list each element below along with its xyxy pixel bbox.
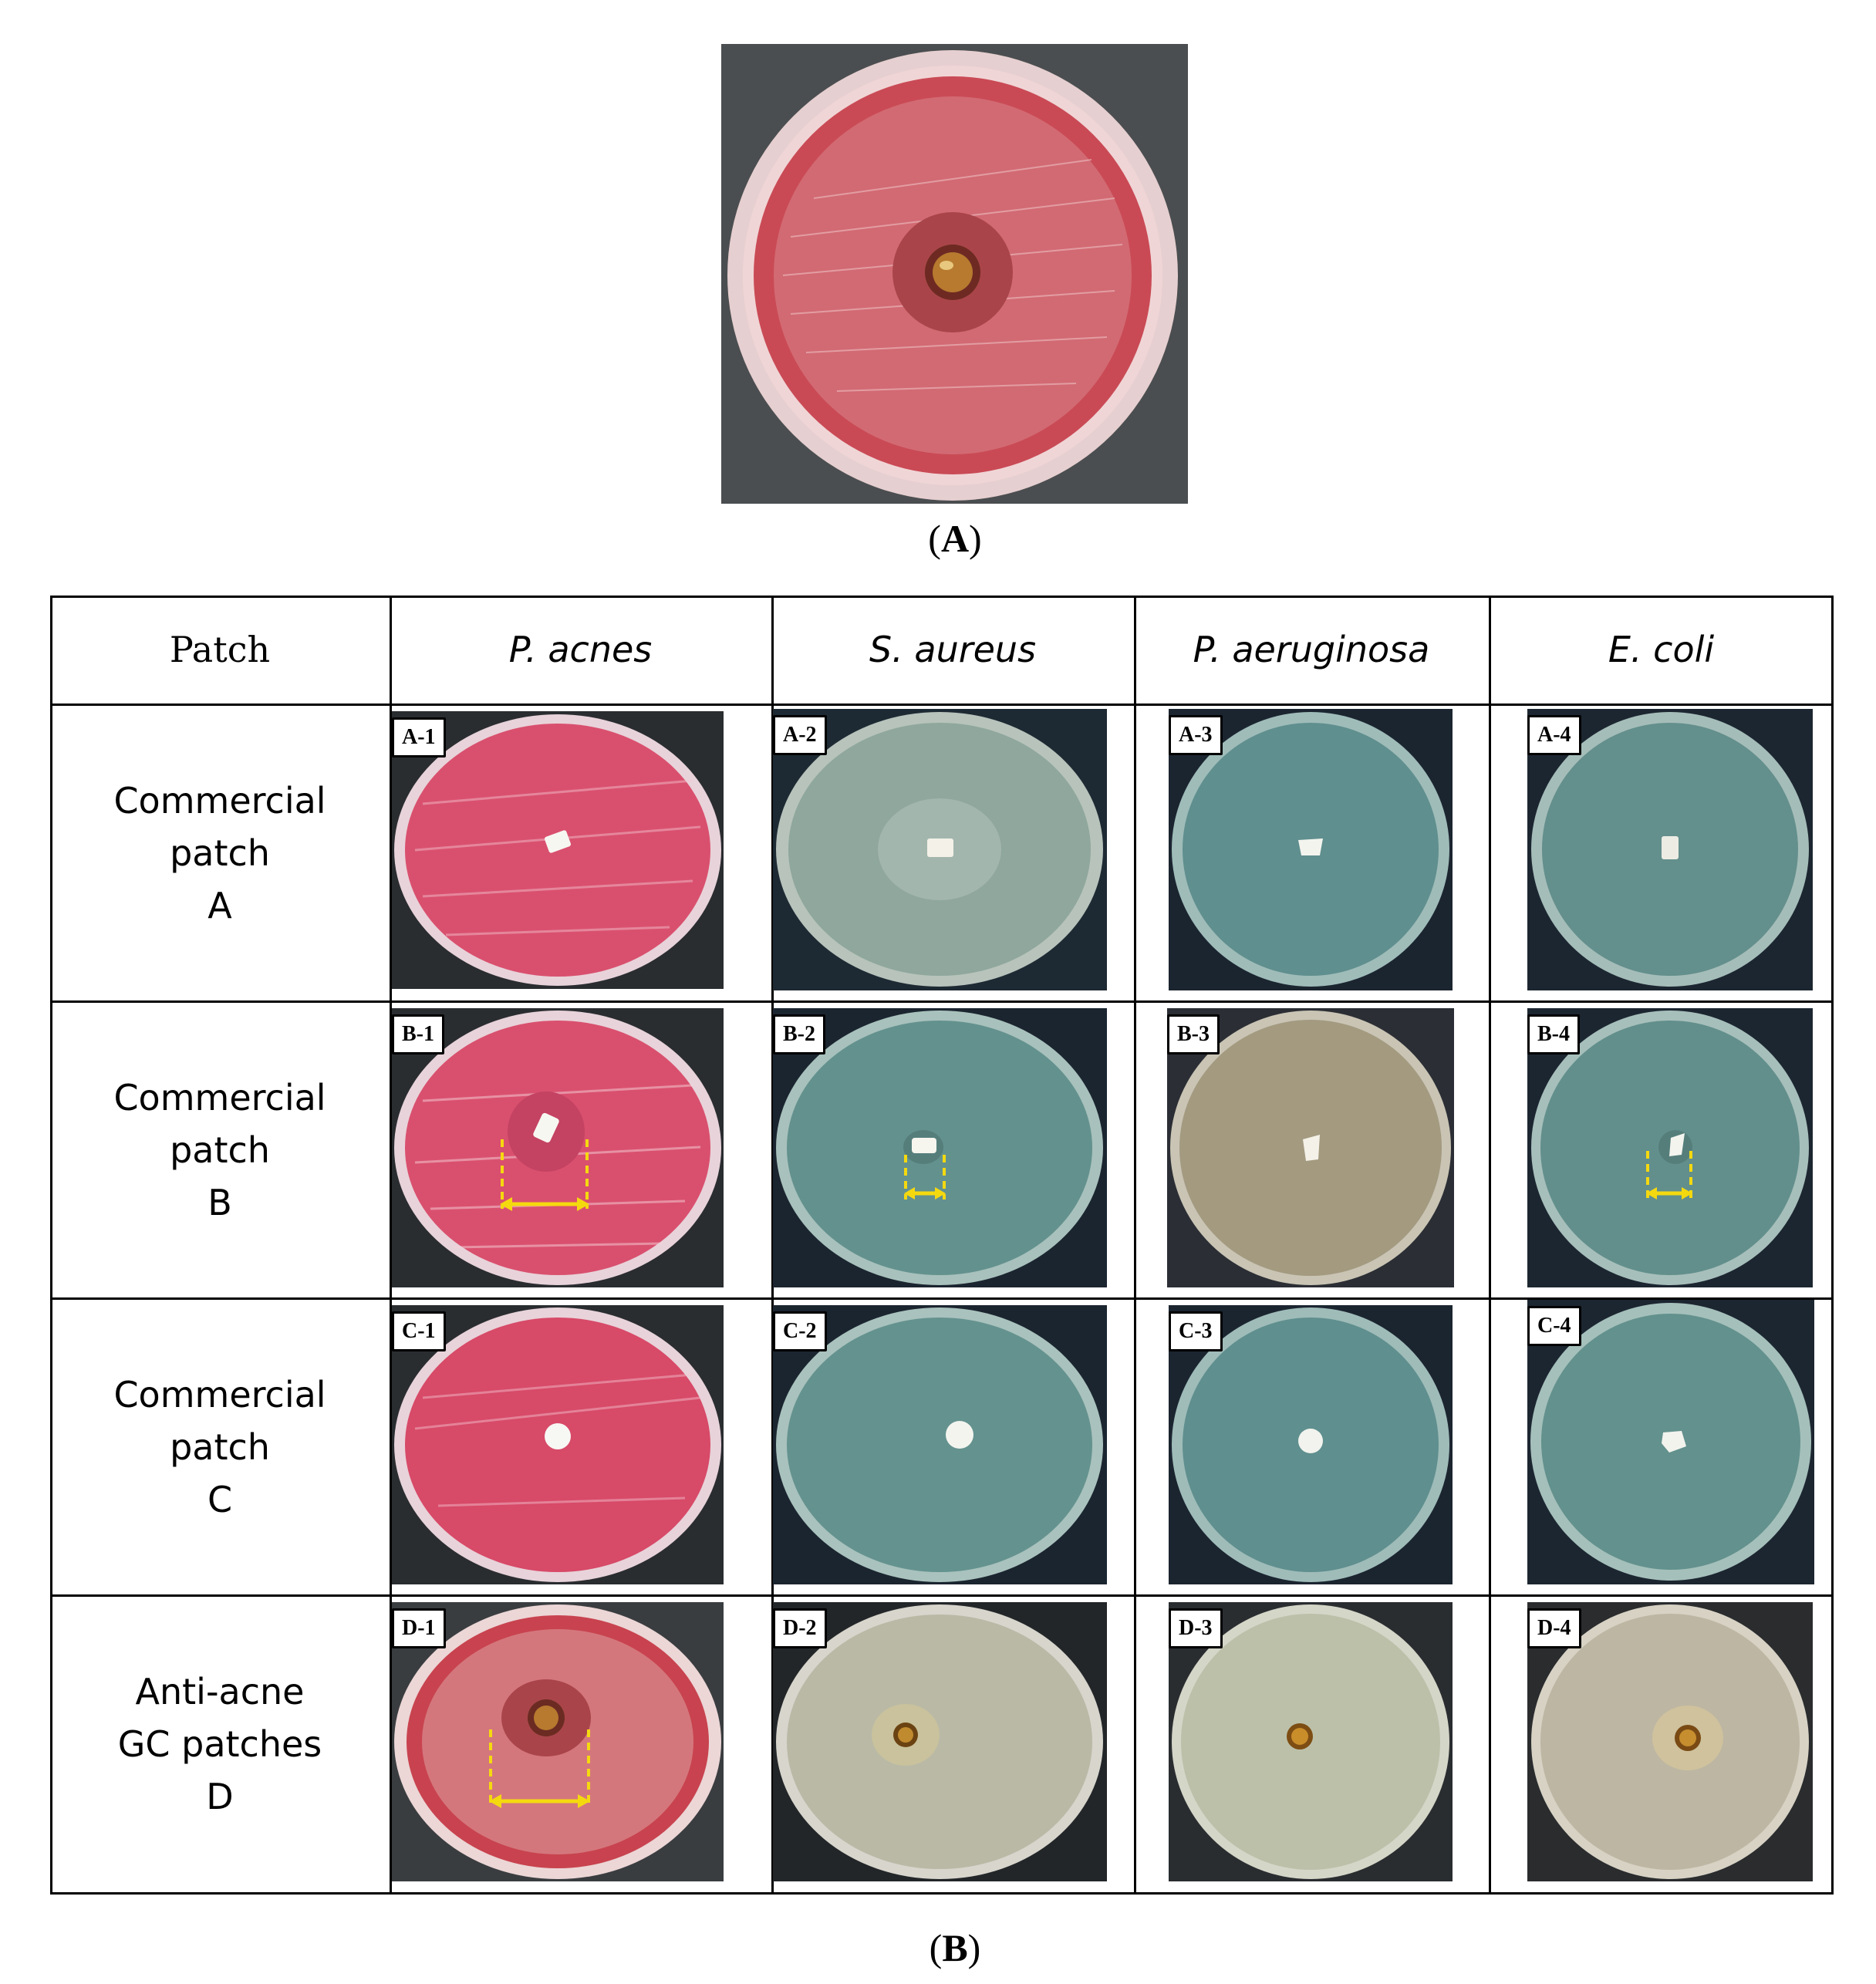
- panel-b-table: Patch P. acnes S. aureus P. aeruginosa E…: [50, 596, 1834, 1895]
- table-border-bottom: [50, 1892, 1834, 1895]
- header-s-aureus: S. aureus: [869, 629, 1037, 670]
- plate-b-2: B-2: [773, 1008, 1107, 1287]
- plate-tag: A-3: [1169, 715, 1223, 755]
- table-row-divider: [50, 1297, 1834, 1300]
- plate-a-1: A-1: [392, 711, 724, 989]
- table-col-divider: [1489, 596, 1491, 1895]
- plate-a-4: A-4: [1527, 709, 1813, 990]
- plate-tag: B-3: [1167, 1014, 1220, 1054]
- petri-dish: [392, 1008, 724, 1287]
- plate-a-3: A-3: [1169, 709, 1453, 990]
- plate-tag: D-1: [392, 1608, 446, 1648]
- table-border-top: [50, 596, 1834, 598]
- header-p-aeruginosa: P. aeruginosa: [1193, 629, 1430, 670]
- table-row-divider: [50, 1594, 1834, 1597]
- table-col-divider: [390, 596, 392, 1895]
- plate-tag: C-2: [773, 1311, 827, 1351]
- plate-tag: D-3: [1169, 1608, 1223, 1648]
- table-row-divider: [50, 1000, 1834, 1003]
- panel-a-letter: A: [940, 517, 970, 560]
- plate-tag: A-2: [773, 715, 827, 755]
- petri-dish: [1527, 709, 1813, 990]
- petri-dish: [773, 1602, 1107, 1881]
- plate-d-4: D-4: [1527, 1602, 1813, 1881]
- header-patch: Patch: [169, 629, 271, 670]
- plate-d-2: D-2: [773, 1602, 1107, 1881]
- petri-dish: [392, 711, 724, 989]
- plate-b-3: B-3: [1167, 1008, 1454, 1287]
- plate-tag: B-1: [392, 1014, 444, 1054]
- petri-dish: [1527, 1008, 1813, 1287]
- panel-a-photo: [721, 44, 1188, 504]
- petri-dish: [392, 1305, 724, 1584]
- plate-tag: B-4: [1527, 1014, 1580, 1054]
- petri-dish: [773, 709, 1107, 990]
- plate-tag: C-4: [1527, 1306, 1581, 1346]
- petri-dish: [1527, 1300, 1814, 1584]
- plate-c-4: C-4: [1527, 1300, 1814, 1584]
- plate-c-1: C-1: [392, 1305, 724, 1584]
- plate-tag: A-1: [392, 717, 446, 757]
- petri-dish: [1169, 1602, 1453, 1881]
- table-row-divider: [50, 704, 1834, 706]
- plate-tag: A-4: [1527, 715, 1581, 755]
- header-p-acnes: P. acnes: [508, 629, 653, 670]
- panel-b-caption: (B): [929, 1926, 981, 1969]
- plate-tag: D-2: [773, 1608, 827, 1648]
- petri-dish: [392, 1602, 724, 1881]
- panel-b-letter: B: [942, 1926, 968, 1969]
- plate-d-3: D-3: [1169, 1602, 1453, 1881]
- table-border-left: [50, 596, 52, 1895]
- petri-dish: [1527, 1602, 1813, 1881]
- plate-tag: B-2: [773, 1014, 825, 1054]
- petri-dish: [1169, 709, 1453, 990]
- plate-tag: D-4: [1527, 1608, 1581, 1648]
- petri-dish: [773, 1008, 1107, 1287]
- plate-a-2: A-2: [773, 709, 1107, 990]
- plate-b-1: B-1: [392, 1008, 724, 1287]
- plate-tag: C-1: [392, 1311, 446, 1351]
- petri-dish: [1167, 1008, 1454, 1287]
- plate-c-3: C-3: [1169, 1305, 1453, 1584]
- petri-dish: [1169, 1305, 1453, 1584]
- table-col-divider: [1134, 596, 1136, 1895]
- header-e-coli: E. coli: [1608, 629, 1715, 670]
- plate-c-2: C-2: [773, 1305, 1107, 1584]
- panel-a-caption: (A): [928, 517, 982, 560]
- petri-dish: [773, 1305, 1107, 1584]
- plate-d-1: D-1: [392, 1602, 724, 1881]
- table-col-divider: [771, 596, 774, 1895]
- panel-a-petri-dish: [727, 50, 1178, 501]
- plate-b-4: B-4: [1527, 1008, 1813, 1287]
- table-border-right: [1831, 596, 1834, 1895]
- plate-tag: C-3: [1169, 1311, 1223, 1351]
